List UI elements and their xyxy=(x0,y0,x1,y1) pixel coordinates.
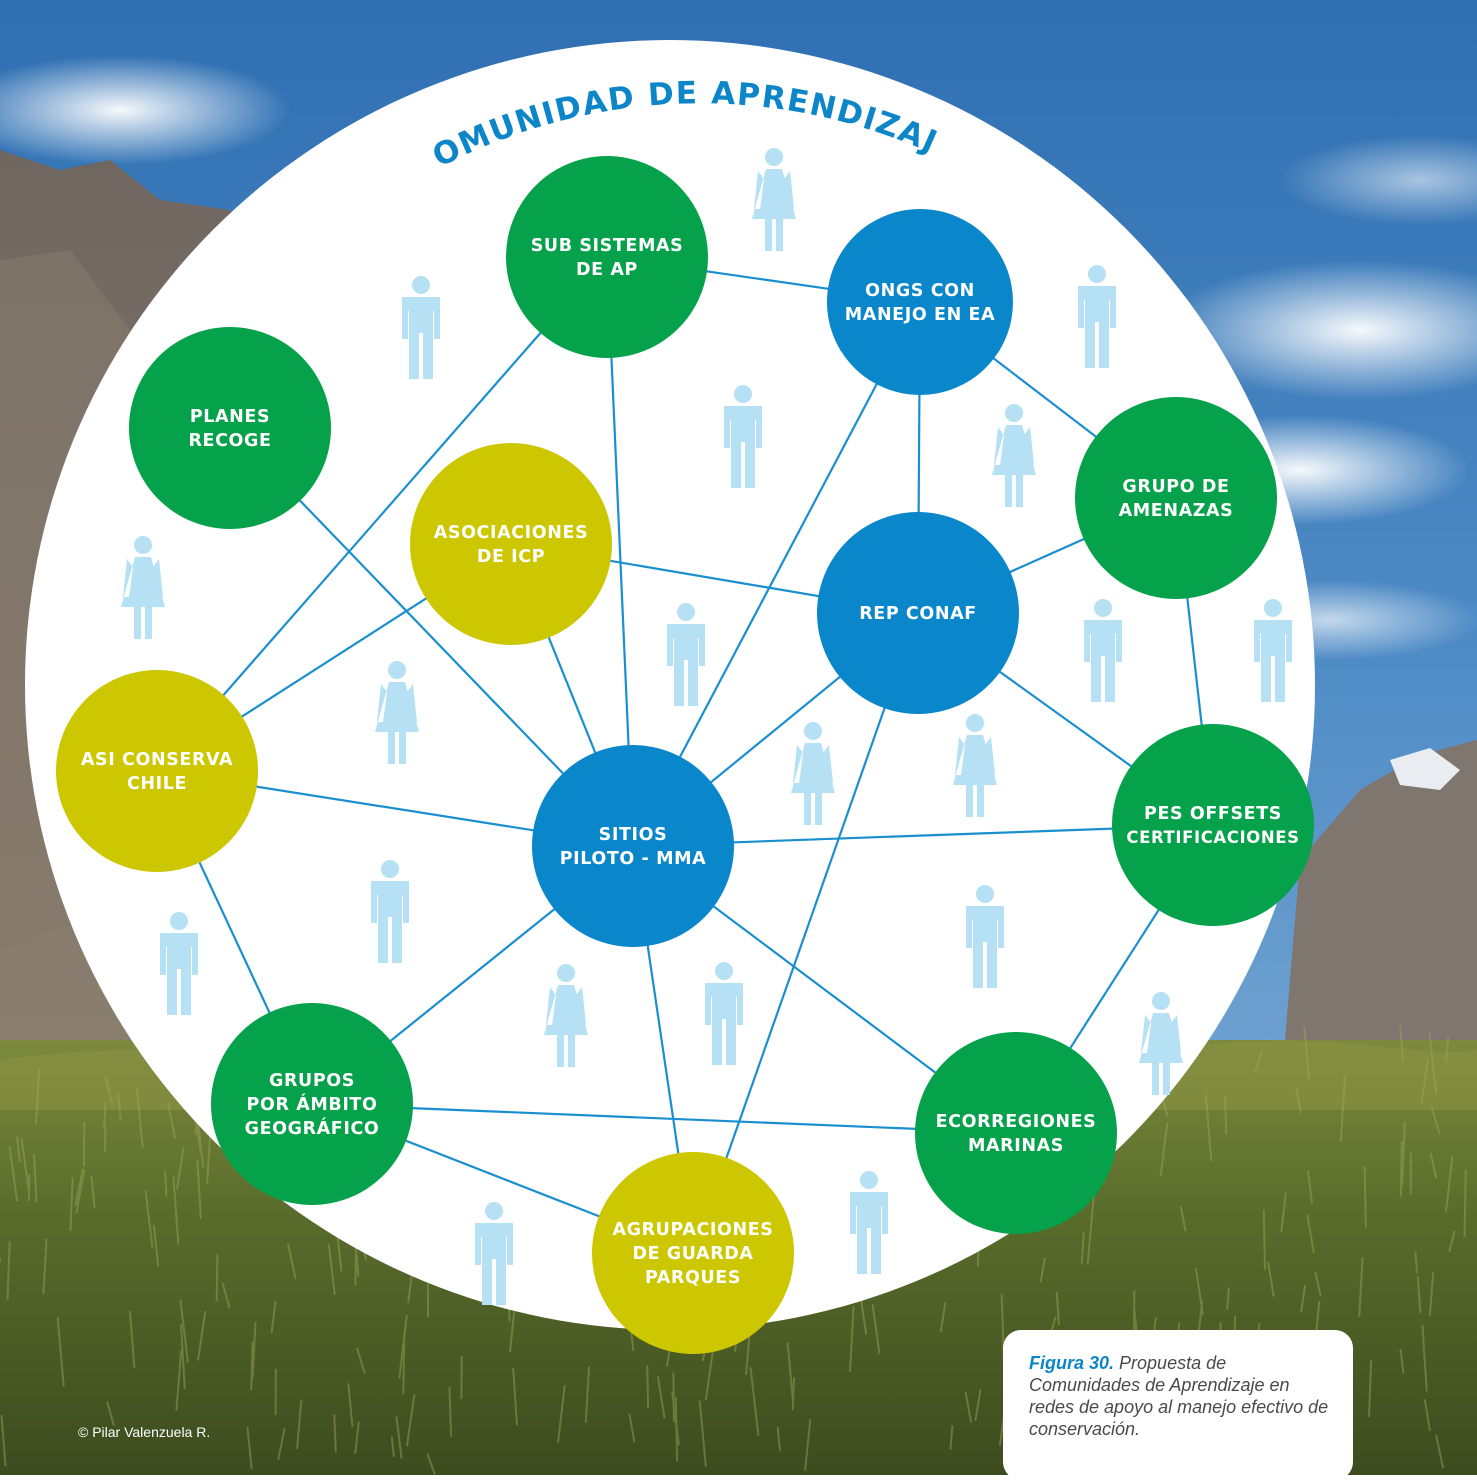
node-ecorregiones-marinas: ECORREGIONES MARINAS xyxy=(915,1032,1117,1234)
figure-label: Figura 30. xyxy=(1029,1353,1114,1373)
node-asociaciones-de-icp: ASOCIACIONES DE ICP xyxy=(410,443,612,645)
node-label-line: SITIOS xyxy=(599,825,668,845)
figure-caption-card: Figura 30. Propuesta de Comunidades de A… xyxy=(1003,1330,1353,1480)
node-circle xyxy=(56,670,258,872)
node-circle xyxy=(410,443,612,645)
node-sitios-piloto-mma: SITIOS PILOTO - MMA xyxy=(532,745,734,947)
node-agrupaciones-de-guarda-parques: AGRUPACIONES DE GUARDA PARQUES xyxy=(592,1152,794,1354)
photo-credit: © Pilar Valenzuela R. xyxy=(78,1424,210,1440)
node-label-line: AMENAZAS xyxy=(1119,501,1234,521)
node-label-line: DE ICP xyxy=(477,547,545,567)
node-label-line: ASOCIACIONES xyxy=(434,523,589,543)
node-label-line: POR ÁMBITO xyxy=(247,1093,378,1115)
node-pes-offsets-certificaciones: PES OFFSETS CERTIFICACIONES xyxy=(1112,724,1314,926)
node-label-line: MANEJO EN EA xyxy=(845,305,995,325)
node-label-line: GRUPOS xyxy=(269,1071,355,1091)
node-label-line: PES OFFSETS xyxy=(1144,804,1282,824)
node-circle xyxy=(532,745,734,947)
node-label-line: PLANES xyxy=(190,407,270,427)
node-label-line: RECOGE xyxy=(188,431,271,451)
node-label-line: MARINAS xyxy=(968,1136,1064,1156)
node-label-line: AGRUPACIONES xyxy=(613,1220,774,1240)
node-grupo-de-amenazas: GRUPO DE AMENAZAS xyxy=(1075,397,1277,599)
node-label-line: GRUPO DE xyxy=(1122,477,1229,497)
figure-caption: Figura 30. Propuesta de Comunidades de A… xyxy=(1029,1352,1333,1440)
node-rep-conaf: REP CONAF xyxy=(817,512,1019,714)
node-label-line: CERTIFICACIONES xyxy=(1126,828,1299,847)
node-circle xyxy=(1075,397,1277,599)
node-planes-recoge: PLANES RECOGE xyxy=(129,327,331,529)
node-label-line: PILOTO - MMA xyxy=(560,849,707,869)
node-label-line: REP CONAF xyxy=(859,604,977,624)
node-asi-conserva-chile: ASI CONSERVA CHILE xyxy=(56,670,258,872)
node-label-line: DE AP xyxy=(576,260,638,280)
node-label-line: DE GUARDA xyxy=(632,1244,753,1264)
node-circle xyxy=(1112,724,1314,926)
node-label-line: ECORREGIONES xyxy=(936,1112,1097,1132)
node-circle xyxy=(129,327,331,529)
node-circle xyxy=(506,156,708,358)
node-sub-sistemas-de-ap: SUB SISTEMAS DE AP xyxy=(506,156,708,358)
node-label-line: GEOGRÁFICO xyxy=(245,1117,380,1139)
node-circle xyxy=(915,1032,1117,1234)
node-label-line: ASI CONSERVA xyxy=(81,750,233,770)
node-circle xyxy=(827,209,1013,395)
node-label-line: ONGS CON xyxy=(865,281,975,301)
node-label-line: SUB SISTEMAS xyxy=(531,236,684,256)
node-label-line: CHILE xyxy=(127,774,187,794)
node-ongs-con-manejo-en-ea: ONGS CON MANEJO EN EA xyxy=(827,209,1013,395)
node-label-line: PARQUES xyxy=(645,1268,741,1288)
